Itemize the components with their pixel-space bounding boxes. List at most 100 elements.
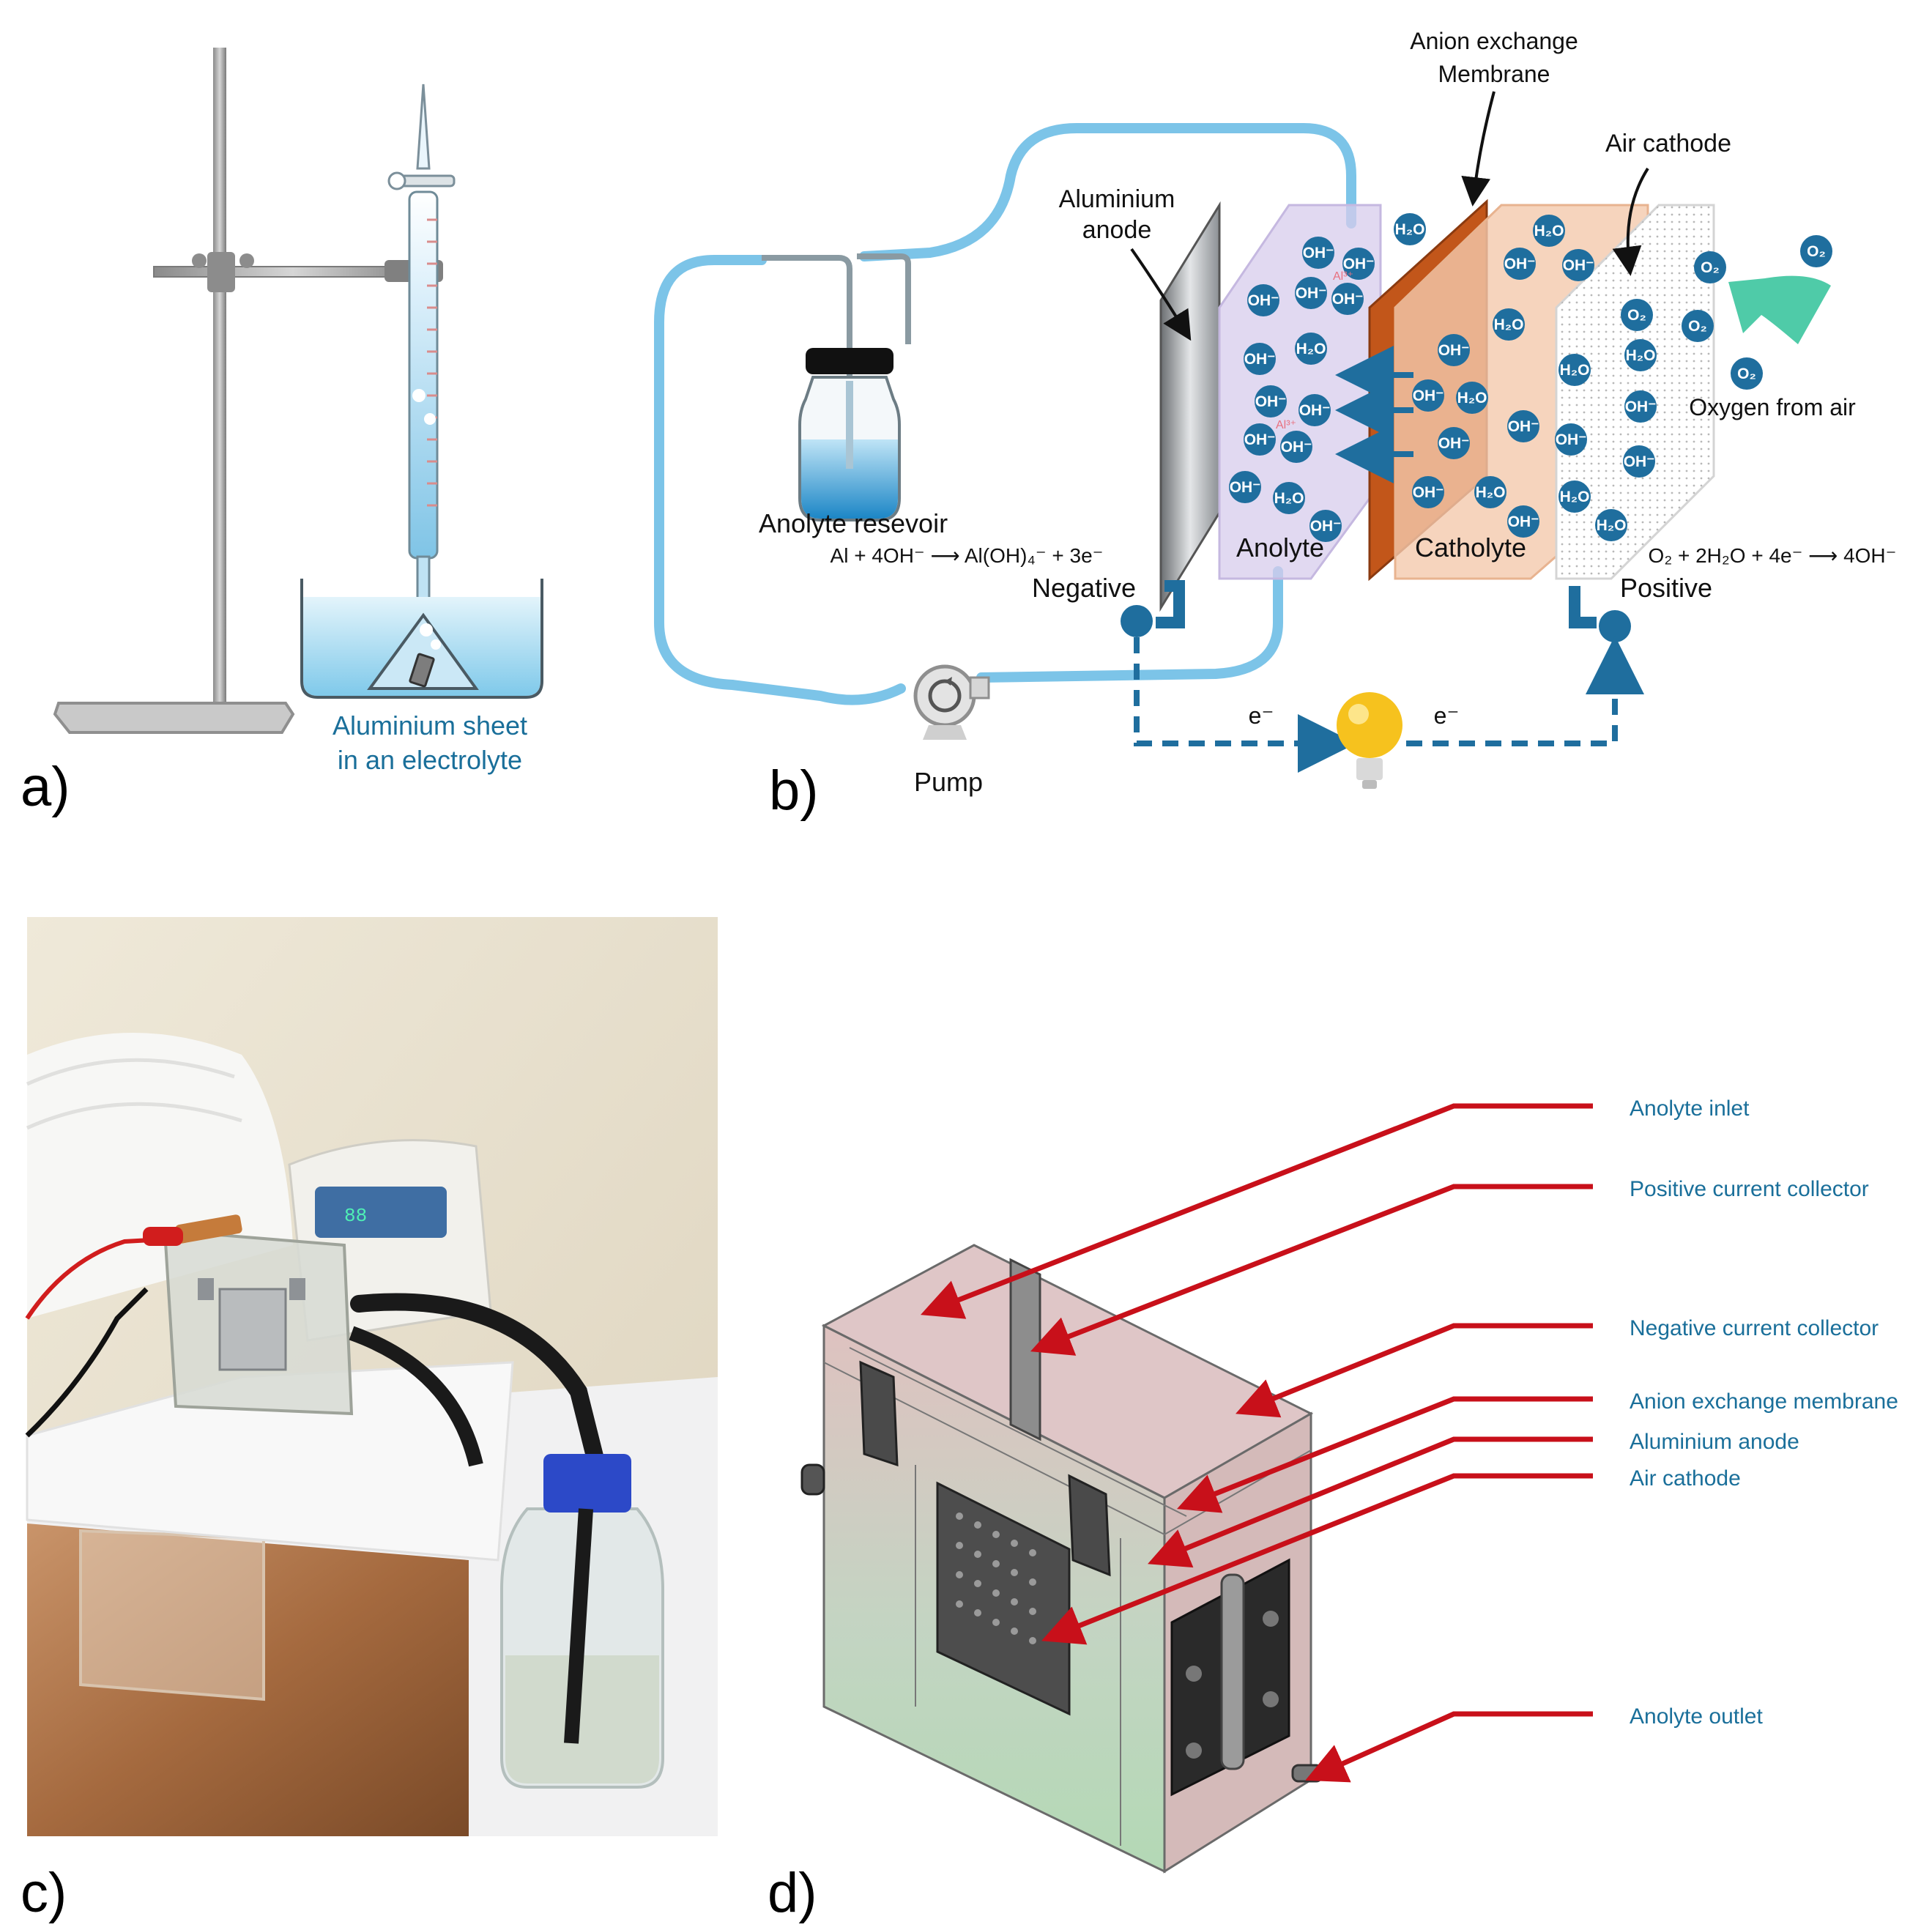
water-molecules: H₂O H₂O H₂O H₂O H₂O H₂O H₂O H₂O H₂O H₂O … — [1273, 213, 1657, 541]
hinge-screw — [1186, 1666, 1202, 1682]
leader-air-cathode — [1041, 1473, 1593, 1645]
membrane-label-line1: Anion exchange — [1410, 28, 1578, 54]
hydroxide-migration-arrows — [1335, 346, 1413, 483]
burette-tube — [408, 190, 439, 560]
cell-latch — [198, 1278, 214, 1300]
oh-ion: OH⁻ — [1331, 283, 1364, 315]
external-circuit-right — [1406, 636, 1644, 746]
svg-text:OH⁻: OH⁻ — [1508, 418, 1539, 435]
positive-current-collector — [1009, 1258, 1041, 1441]
gas-bubble — [424, 413, 436, 425]
callout-air-cathode: Air cathode — [1630, 1466, 1741, 1491]
svg-text:H₂O: H₂O — [1494, 316, 1524, 333]
h2o-molecule: H₂O — [1273, 482, 1305, 514]
oh-ion: OH⁻ — [1255, 385, 1287, 417]
panel-d: Anolyte inlet Positive current collector… — [768, 1096, 1898, 1924]
stopcock-knob — [387, 171, 406, 190]
svg-text:OH⁻: OH⁻ — [1244, 351, 1276, 368]
leader-aluminium-anode — [1148, 1436, 1593, 1568]
callout-anolyte-inlet: Anolyte inlet — [1630, 1096, 1750, 1121]
alligator-clip — [175, 1214, 242, 1244]
oh-ion: OH⁻ — [1280, 431, 1312, 463]
positive-terminal-lead — [1569, 586, 1597, 628]
svg-text:O₂: O₂ — [1807, 243, 1826, 260]
beaker — [300, 579, 543, 699]
gas-bubble — [431, 639, 441, 650]
aluminium-anode-plate — [1159, 201, 1221, 612]
anolyte-inlet-port — [800, 1463, 825, 1496]
clamp-boss — [207, 252, 235, 292]
svg-text:OH⁻: OH⁻ — [1299, 402, 1331, 419]
oxygen-from-air-label: Oxygen from air — [1689, 394, 1856, 420]
negative-terminal-lead — [1156, 580, 1185, 628]
svg-text:OH⁻: OH⁻ — [1625, 398, 1657, 415]
bottle-liquid — [505, 1655, 659, 1784]
oh-ion: OH⁻ — [1309, 510, 1342, 542]
anolyte-label: Anolyte — [1236, 532, 1324, 563]
o2-molecule: O₂ — [1694, 251, 1726, 283]
svg-text:OH⁻: OH⁻ — [1438, 342, 1470, 359]
oh-ion: OH⁻ — [1412, 379, 1444, 412]
positive-label: Positive — [1620, 573, 1712, 603]
svg-text:H₂O: H₂O — [1395, 221, 1425, 238]
stand-base — [53, 702, 295, 734]
oh-ion: OH⁻ — [1302, 237, 1334, 269]
catholyte-label: Catholyte — [1415, 532, 1526, 563]
cell-electrode — [218, 1288, 287, 1371]
latch-left — [859, 1360, 899, 1467]
callout-anolyte-outlet: Anolyte outlet — [1630, 1704, 1763, 1729]
acrylic-box — [79, 1529, 265, 1701]
oh-ion: OH⁻ — [1342, 248, 1375, 280]
hinge-screw — [1186, 1742, 1202, 1759]
blue-bottle-cap — [543, 1454, 631, 1513]
panel-b: Anolyte resevoir Pump Al + 4OH⁻ ⟶ Al(OH)… — [654, 28, 1897, 822]
svg-text:O₂: O₂ — [1627, 307, 1646, 324]
svg-text:OH⁻: OH⁻ — [1332, 291, 1364, 308]
anode-pointer — [1130, 248, 1192, 341]
svg-text:O₂: O₂ — [1701, 259, 1720, 276]
panel-b-label: b) — [769, 760, 819, 822]
black-wire — [25, 1287, 149, 1438]
oh-ion: OH⁻ — [1244, 343, 1276, 375]
air-cathode-holes — [956, 1513, 1036, 1644]
red-clip-sleeve — [143, 1227, 183, 1246]
frame-edge — [849, 1347, 1187, 1517]
callout-positive-current-collector: Positive current collector — [1630, 1177, 1869, 1201]
callout-leaders — [920, 1103, 1593, 1783]
oxygen-inflow-arrow — [1728, 275, 1831, 344]
hinge-screw — [1263, 1611, 1279, 1627]
h2o-molecule: H₂O — [1595, 509, 1627, 541]
anode-reaction: Al + 4OH⁻ ⟶ Al(OH)₄⁻ + 3e⁻ — [831, 544, 1104, 567]
latch-center — [1068, 1474, 1111, 1577]
electron-label-left: e⁻ — [1249, 702, 1274, 729]
callout-aluminium-anode: Aluminium anode — [1630, 1430, 1799, 1454]
panel-a-label: a) — [21, 756, 70, 818]
leader-negative-collector — [1236, 1323, 1593, 1418]
leader-positive-collector — [1030, 1184, 1593, 1356]
oh-ion: OH⁻ — [1412, 476, 1444, 508]
svg-text:OH⁻: OH⁻ — [1281, 439, 1312, 456]
leader-anolyte-inlet — [920, 1103, 1593, 1319]
pump-display — [315, 1187, 447, 1238]
cathode-reaction: O₂ + 2H₂O + 4e⁻ ⟶ 4OH⁻ — [1649, 544, 1897, 567]
leader-membrane — [1176, 1396, 1593, 1513]
o2-molecule: O₂ — [1731, 357, 1763, 390]
h2o-molecule: H₂O — [1394, 213, 1426, 245]
cell-latch — [289, 1278, 305, 1300]
inverted-funnel — [367, 612, 479, 690]
oh-ion: OH⁻ — [1295, 277, 1327, 309]
oxygen-molecules: O₂ O₂ O₂ O₂ O₂ — [1621, 235, 1832, 390]
aluminium-ion: Al³⁺ — [1333, 270, 1353, 283]
o2-molecule: O₂ — [1621, 299, 1653, 331]
towel-fold — [26, 1058, 235, 1086]
membrane-pointer — [1461, 91, 1496, 207]
aluminium-ion: Al³⁺ — [1276, 419, 1296, 431]
air-cathode-label: Air cathode — [1605, 130, 1731, 157]
svg-text:OH⁻: OH⁻ — [1504, 256, 1536, 272]
burette-tip — [416, 83, 431, 170]
oh-ion: OH⁻ — [1438, 334, 1470, 366]
svg-text:H₂O: H₂O — [1274, 490, 1304, 507]
stand-rod — [213, 48, 226, 707]
svg-text:OH⁻: OH⁻ — [1303, 245, 1334, 261]
h2o-molecule: H₂O — [1533, 215, 1565, 247]
